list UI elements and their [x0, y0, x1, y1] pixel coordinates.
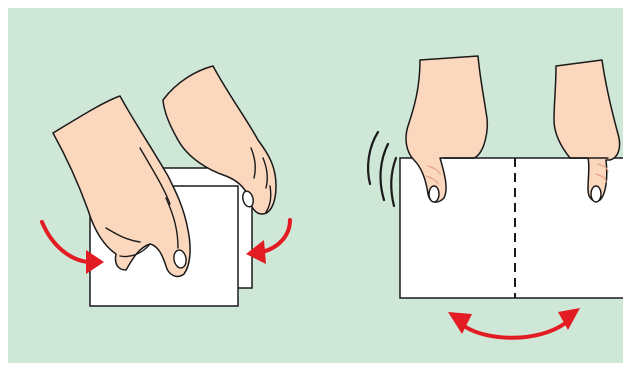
illustration-canvas: .bg { fill: #cfe7d6; } .paper { fill: #f… [8, 8, 623, 363]
illustration-svg: .bg { fill: #cfe7d6; } .paper { fill: #f… [8, 8, 623, 363]
